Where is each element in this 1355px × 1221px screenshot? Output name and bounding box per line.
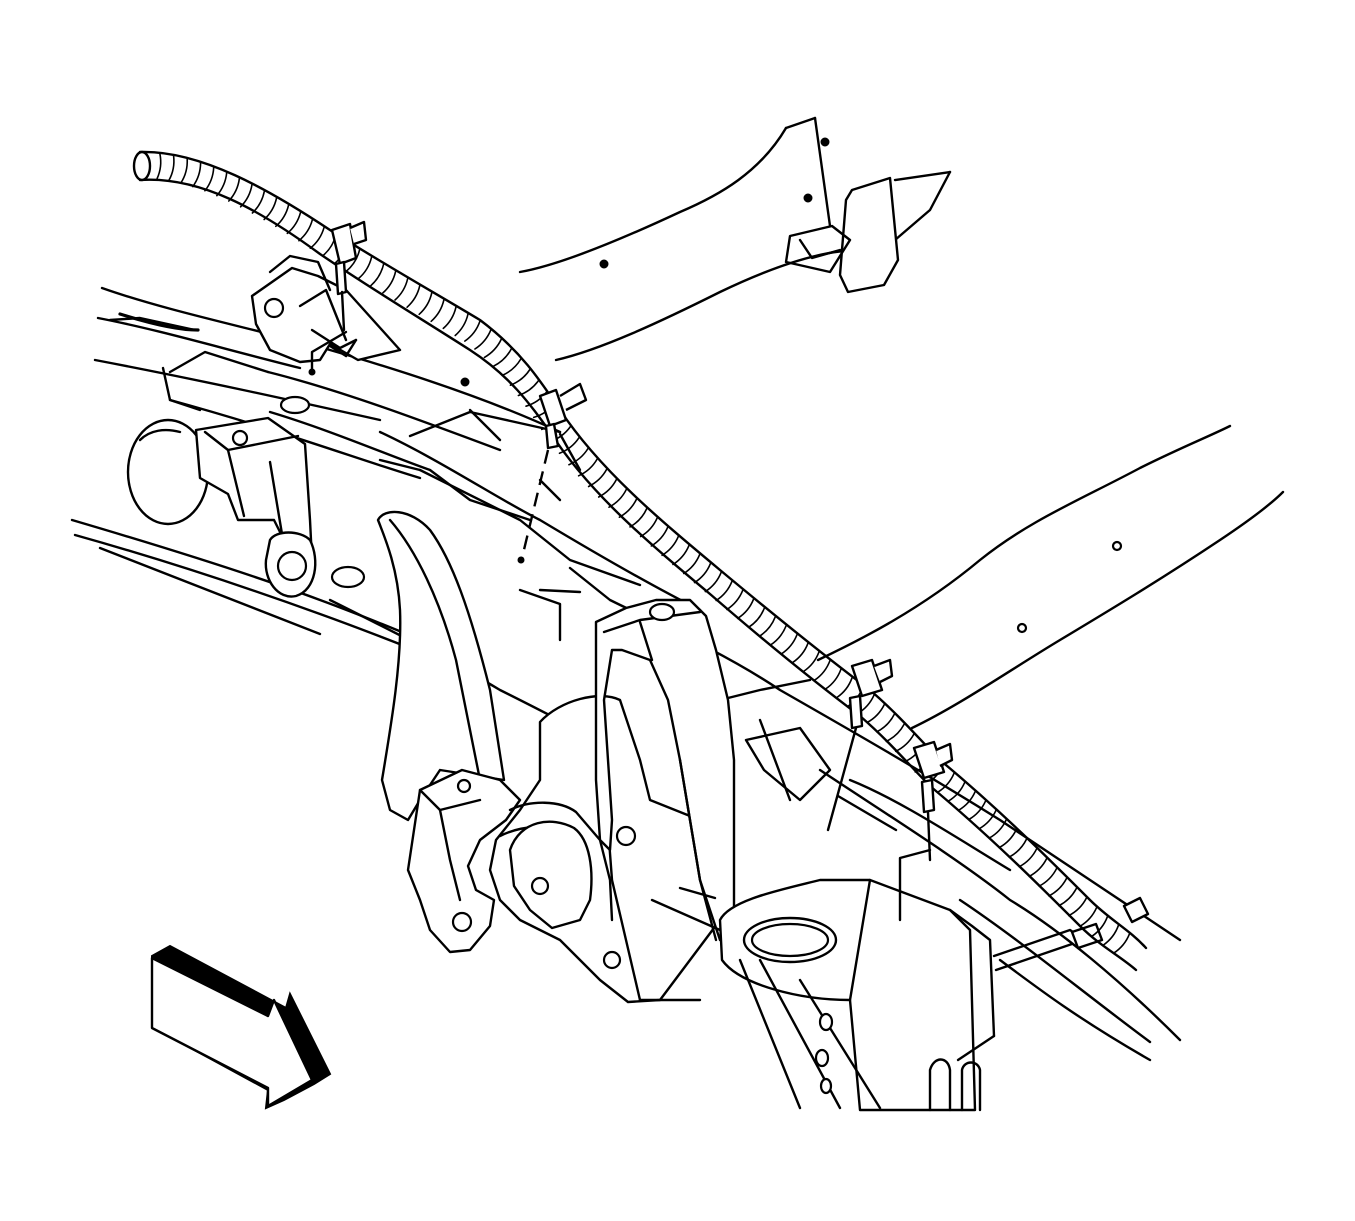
harness-rib — [758, 616, 777, 637]
center-hanger-bracket — [376, 510, 506, 822]
right-crossmember — [816, 424, 1285, 730]
harness-rib — [509, 368, 531, 386]
fastener-upper — [308, 330, 358, 376]
harness-rib — [180, 158, 189, 184]
harness-clip-1 — [330, 220, 368, 332]
harness-rib — [492, 347, 513, 367]
harness-rib — [418, 291, 433, 316]
harness-rib — [682, 553, 701, 575]
harness-rib — [474, 329, 492, 350]
harness-rib — [813, 659, 831, 681]
front-hanger-bracket — [406, 768, 522, 954]
harness-rib — [430, 299, 445, 323]
harness-rib — [1028, 857, 1048, 878]
harness-rib — [483, 338, 503, 359]
harness-rib — [442, 306, 457, 330]
harness-rib — [464, 320, 481, 342]
harness-rib — [1018, 847, 1038, 868]
harness-rib — [704, 571, 722, 593]
harness-rib — [156, 153, 162, 180]
harness-rib — [406, 284, 421, 308]
harness-rib — [978, 809, 997, 830]
harness-rib — [357, 256, 373, 280]
harness-rib — [715, 580, 733, 602]
harness-rib — [639, 517, 658, 538]
harness-rib — [1008, 838, 1028, 858]
harness-rib — [454, 313, 469, 337]
harness-clip-4 — [898, 740, 954, 922]
harness-rib — [382, 270, 397, 294]
harness-rib — [947, 781, 966, 802]
harness-rib — [866, 703, 886, 724]
harness-rib — [736, 598, 755, 620]
harness-rib — [988, 819, 1007, 839]
harness-rib — [192, 162, 202, 188]
harness-rib — [228, 177, 241, 202]
harness-rib — [1112, 933, 1131, 954]
harness-rib — [204, 166, 215, 192]
harness-rib — [747, 607, 766, 629]
harness-rib — [650, 526, 669, 547]
harness-rib — [802, 651, 820, 673]
harness-rib — [168, 155, 175, 182]
harness-rib — [263, 197, 278, 221]
harness-rib — [618, 498, 638, 518]
harness-rib — [876, 713, 896, 733]
harness-rib — [672, 544, 690, 566]
harness-rib — [780, 633, 798, 655]
harness-rib — [1058, 887, 1078, 907]
harness-rib — [937, 772, 955, 793]
harness-rib — [693, 562, 712, 584]
harness-rib — [577, 458, 598, 477]
rear-crossmember-block — [488, 694, 726, 1004]
harness-rib — [726, 589, 744, 611]
harness-rib — [836, 676, 853, 699]
harness-rib — [1068, 897, 1088, 917]
harness-clip-2 — [517, 382, 588, 564]
harness-clip-3 — [826, 658, 894, 832]
harness-rib — [275, 204, 290, 228]
harness-rib — [597, 478, 618, 498]
harness-rib — [968, 800, 987, 821]
harness-rib — [345, 248, 361, 272]
harness-rib — [309, 226, 325, 249]
harness-rib — [216, 171, 228, 197]
harness-rib — [251, 190, 266, 214]
harness-rib — [769, 624, 787, 646]
harness-rib — [286, 211, 302, 235]
brake-line — [992, 896, 1150, 972]
harness-rib — [608, 488, 628, 508]
harness-rib — [629, 507, 648, 528]
harness-rib — [894, 733, 915, 753]
harness-rib — [587, 468, 608, 488]
harness-rib — [1038, 867, 1058, 887]
harness-rib — [501, 358, 522, 377]
harness-rib — [568, 447, 589, 466]
harness-rib — [661, 535, 680, 557]
frame-rail — [70, 286, 1182, 1062]
harness-rib — [824, 668, 842, 690]
harness-rib — [1102, 924, 1120, 946]
harness-rib — [957, 790, 976, 812]
harness-rib — [517, 379, 540, 397]
harness-rib — [885, 723, 906, 743]
harness-rib — [791, 642, 809, 664]
harness-rib — [394, 277, 409, 301]
tow-hook-bracket — [594, 598, 736, 942]
harness-rib — [558, 436, 580, 455]
spring-hanger-bracket — [250, 254, 402, 364]
harness-rib — [1048, 877, 1068, 897]
harness-rib — [1091, 915, 1109, 938]
direction-arrow — [150, 944, 332, 1110]
spring-shackle-bracket — [126, 416, 317, 598]
harness-rib — [298, 218, 314, 242]
harness-rib — [1079, 906, 1098, 928]
rear-tow-bracket — [718, 878, 996, 1112]
harness-rib — [998, 828, 1018, 849]
upper-crossmember — [460, 116, 952, 387]
harness-rib — [239, 183, 253, 208]
harness-rib — [370, 263, 385, 287]
